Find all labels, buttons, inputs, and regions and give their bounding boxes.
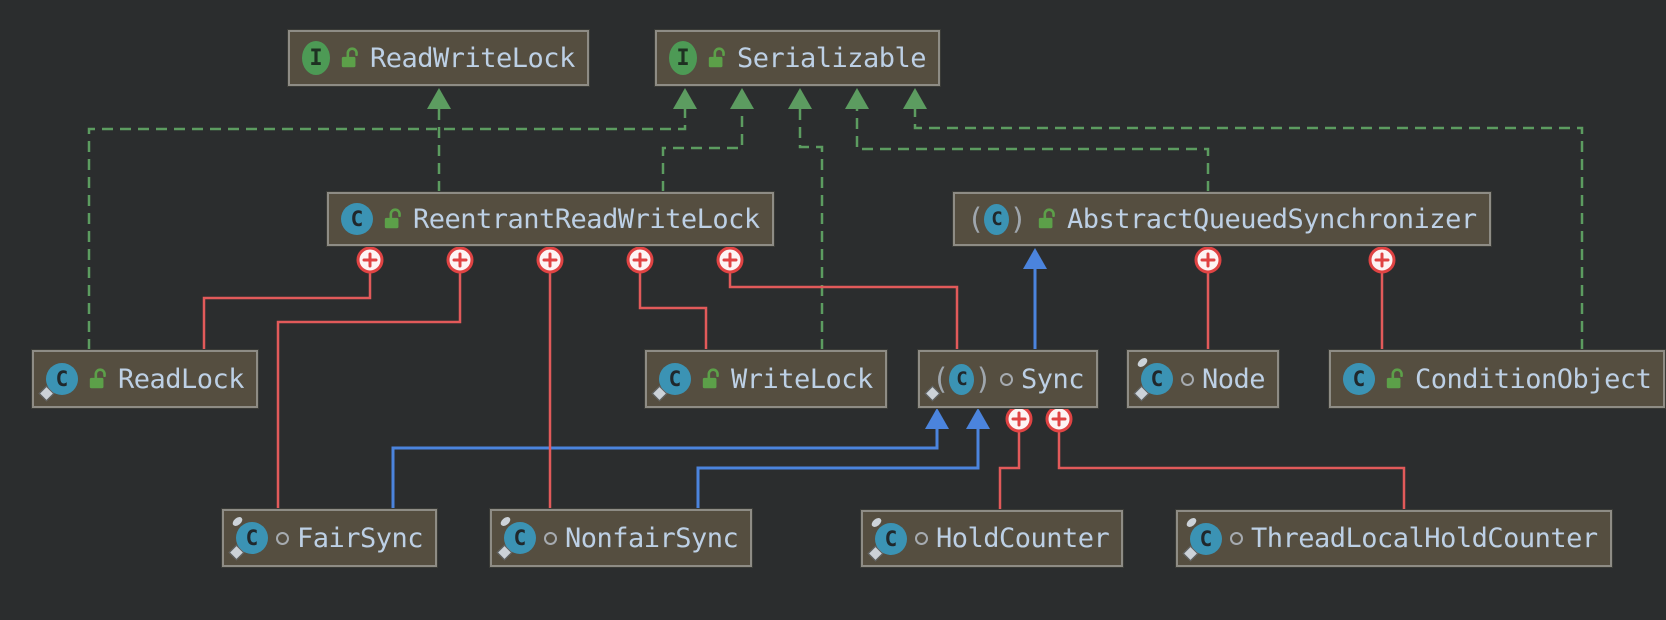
- class-node-readlock[interactable]: C ReadLock: [32, 350, 259, 408]
- package-private-icon: [544, 531, 557, 545]
- class-node-writelock[interactable]: C WriteLock: [645, 350, 887, 408]
- edge-inner-abstractqueuedsynchronizer-conditionobject: [1368, 246, 1396, 350]
- public-lock-icon: [708, 47, 725, 68]
- class-node-serializable[interactable]: I Serializable: [655, 30, 941, 86]
- inheritance-arrowhead-icon: [925, 408, 949, 429]
- class-node-abstractqueuedsynchronizer[interactable]: (C) AbstractQueuedSynchronizer: [953, 192, 1491, 246]
- realization-arrowhead-icon: [845, 88, 869, 109]
- edge-realization-abstractqueuedsynchronizer-serializable: [845, 88, 1210, 192]
- edge-inner-reentrantreadwritelock-sync: [716, 246, 959, 350]
- class-icon: C: [651, 363, 691, 402]
- realization-arrowhead-icon: [903, 88, 927, 109]
- class-name-label: NonfairSync: [565, 522, 739, 554]
- expand-inner-classes-button[interactable]: [356, 246, 384, 274]
- class-name-label: Node: [1202, 363, 1266, 395]
- edge-inner-reentrantreadwritelock-readlock: [202, 246, 384, 350]
- class-node-holdcounter[interactable]: C HoldCounter: [861, 510, 1124, 567]
- class-node-reentrantreadwritelock[interactable]: C ReentrantReadWriteLock: [327, 192, 774, 246]
- edge-inheritance-sync-abstractqueuedsynchronizer: [1023, 248, 1047, 350]
- realization-arrowhead-icon: [673, 88, 697, 109]
- expand-inner-classes-button[interactable]: [1045, 405, 1073, 433]
- class-node-fairsync[interactable]: C FairSync: [222, 509, 438, 567]
- edge-realization-readlock-serializable: [87, 88, 697, 350]
- edge-inner-reentrantreadwritelock-fairsync: [276, 246, 474, 509]
- interface-icon: I: [669, 41, 697, 75]
- public-lock-icon: [384, 208, 401, 229]
- edge-inner-reentrantreadwritelock-nonfairsync: [536, 246, 564, 509]
- class-node-readwritelock[interactable]: I ReadWriteLock: [288, 30, 589, 86]
- public-lock-icon: [1038, 208, 1055, 229]
- inheritance-arrowhead-icon: [1023, 248, 1047, 269]
- class-icon: C: [867, 515, 907, 561]
- package-private-icon: [1181, 372, 1194, 386]
- class-name-label: Serializable: [737, 42, 927, 74]
- class-icon: C: [1133, 356, 1173, 402]
- class-node-threadlocalholdcounter[interactable]: C ThreadLocalHoldCounter: [1176, 510, 1612, 567]
- class-name-label: AbstractQueuedSynchronizer: [1066, 203, 1477, 235]
- expand-inner-classes-button[interactable]: [1005, 405, 1033, 433]
- expand-inner-classes-button[interactable]: [626, 246, 654, 274]
- expand-inner-classes-button[interactable]: [536, 246, 564, 274]
- edge-realization-reentrantreadwritelock-readwritelock: [427, 88, 451, 192]
- edge-inner-sync-threadlocalholdcounter: [1045, 405, 1406, 510]
- edge-inner-sync-holdcounter: [998, 405, 1033, 510]
- edge-inner-abstractqueuedsynchronizer-node: [1194, 246, 1222, 350]
- edge-inner-reentrantreadwritelock-writelock: [626, 246, 708, 350]
- class-icon: C: [341, 203, 373, 235]
- class-node-sync[interactable]: (C) Sync: [918, 350, 1098, 408]
- abstract-class-icon: (C): [967, 201, 1027, 236]
- class-name-label: FairSync: [297, 522, 424, 554]
- class-icon: C: [1343, 363, 1375, 395]
- package-private-icon: [276, 531, 289, 545]
- public-lock-icon: [341, 47, 358, 68]
- expand-inner-classes-button[interactable]: [446, 246, 474, 274]
- package-private-icon: [915, 532, 928, 545]
- expand-inner-classes-button[interactable]: [1368, 246, 1396, 274]
- expand-inner-classes-button[interactable]: [1194, 246, 1222, 274]
- class-name-label: Sync: [1020, 363, 1085, 395]
- edge-inheritance-fairsync-sync: [391, 408, 949, 509]
- class-name-label: HoldCounter: [936, 523, 1110, 554]
- edge-realization-writelock-serializable: [788, 88, 824, 350]
- class-name-label: ThreadLocalHoldCounter: [1251, 523, 1598, 554]
- edge-realization-conditionobject-serializable: [903, 88, 1584, 350]
- package-private-icon: [1230, 532, 1243, 545]
- edge-inheritance-nonfairsync-sync: [696, 408, 990, 509]
- realization-arrowhead-icon: [730, 88, 754, 109]
- edge-realization-reentrantreadwritelock-serializable: [661, 88, 754, 192]
- class-icon: C: [38, 363, 78, 402]
- class-name-label: ConditionObject: [1415, 363, 1652, 395]
- interface-icon: I: [302, 41, 330, 75]
- public-lock-icon: [1386, 368, 1403, 389]
- expand-inner-classes-button[interactable]: [716, 246, 744, 274]
- class-node-conditionobject[interactable]: C ConditionObject: [1329, 350, 1666, 408]
- inheritance-arrowhead-icon: [966, 408, 990, 429]
- realization-arrowhead-icon: [427, 88, 451, 109]
- public-lock-icon: [89, 368, 106, 389]
- class-name-label: ReadLock: [118, 363, 245, 395]
- abstract-class-icon: (C): [924, 363, 992, 401]
- class-node-nonfairsync[interactable]: C NonfairSync: [490, 509, 753, 567]
- public-lock-icon: [702, 368, 719, 389]
- class-icon: C: [496, 515, 536, 561]
- class-icon: C: [228, 515, 268, 561]
- class-icon: C: [1182, 515, 1222, 561]
- class-name-label: WriteLock: [731, 363, 873, 395]
- class-node-node[interactable]: C Node: [1127, 350, 1280, 408]
- package-private-icon: [999, 372, 1013, 386]
- class-name-label: ReentrantReadWriteLock: [413, 203, 760, 235]
- realization-arrowhead-icon: [788, 88, 812, 109]
- class-name-label: ReadWriteLock: [370, 42, 575, 74]
